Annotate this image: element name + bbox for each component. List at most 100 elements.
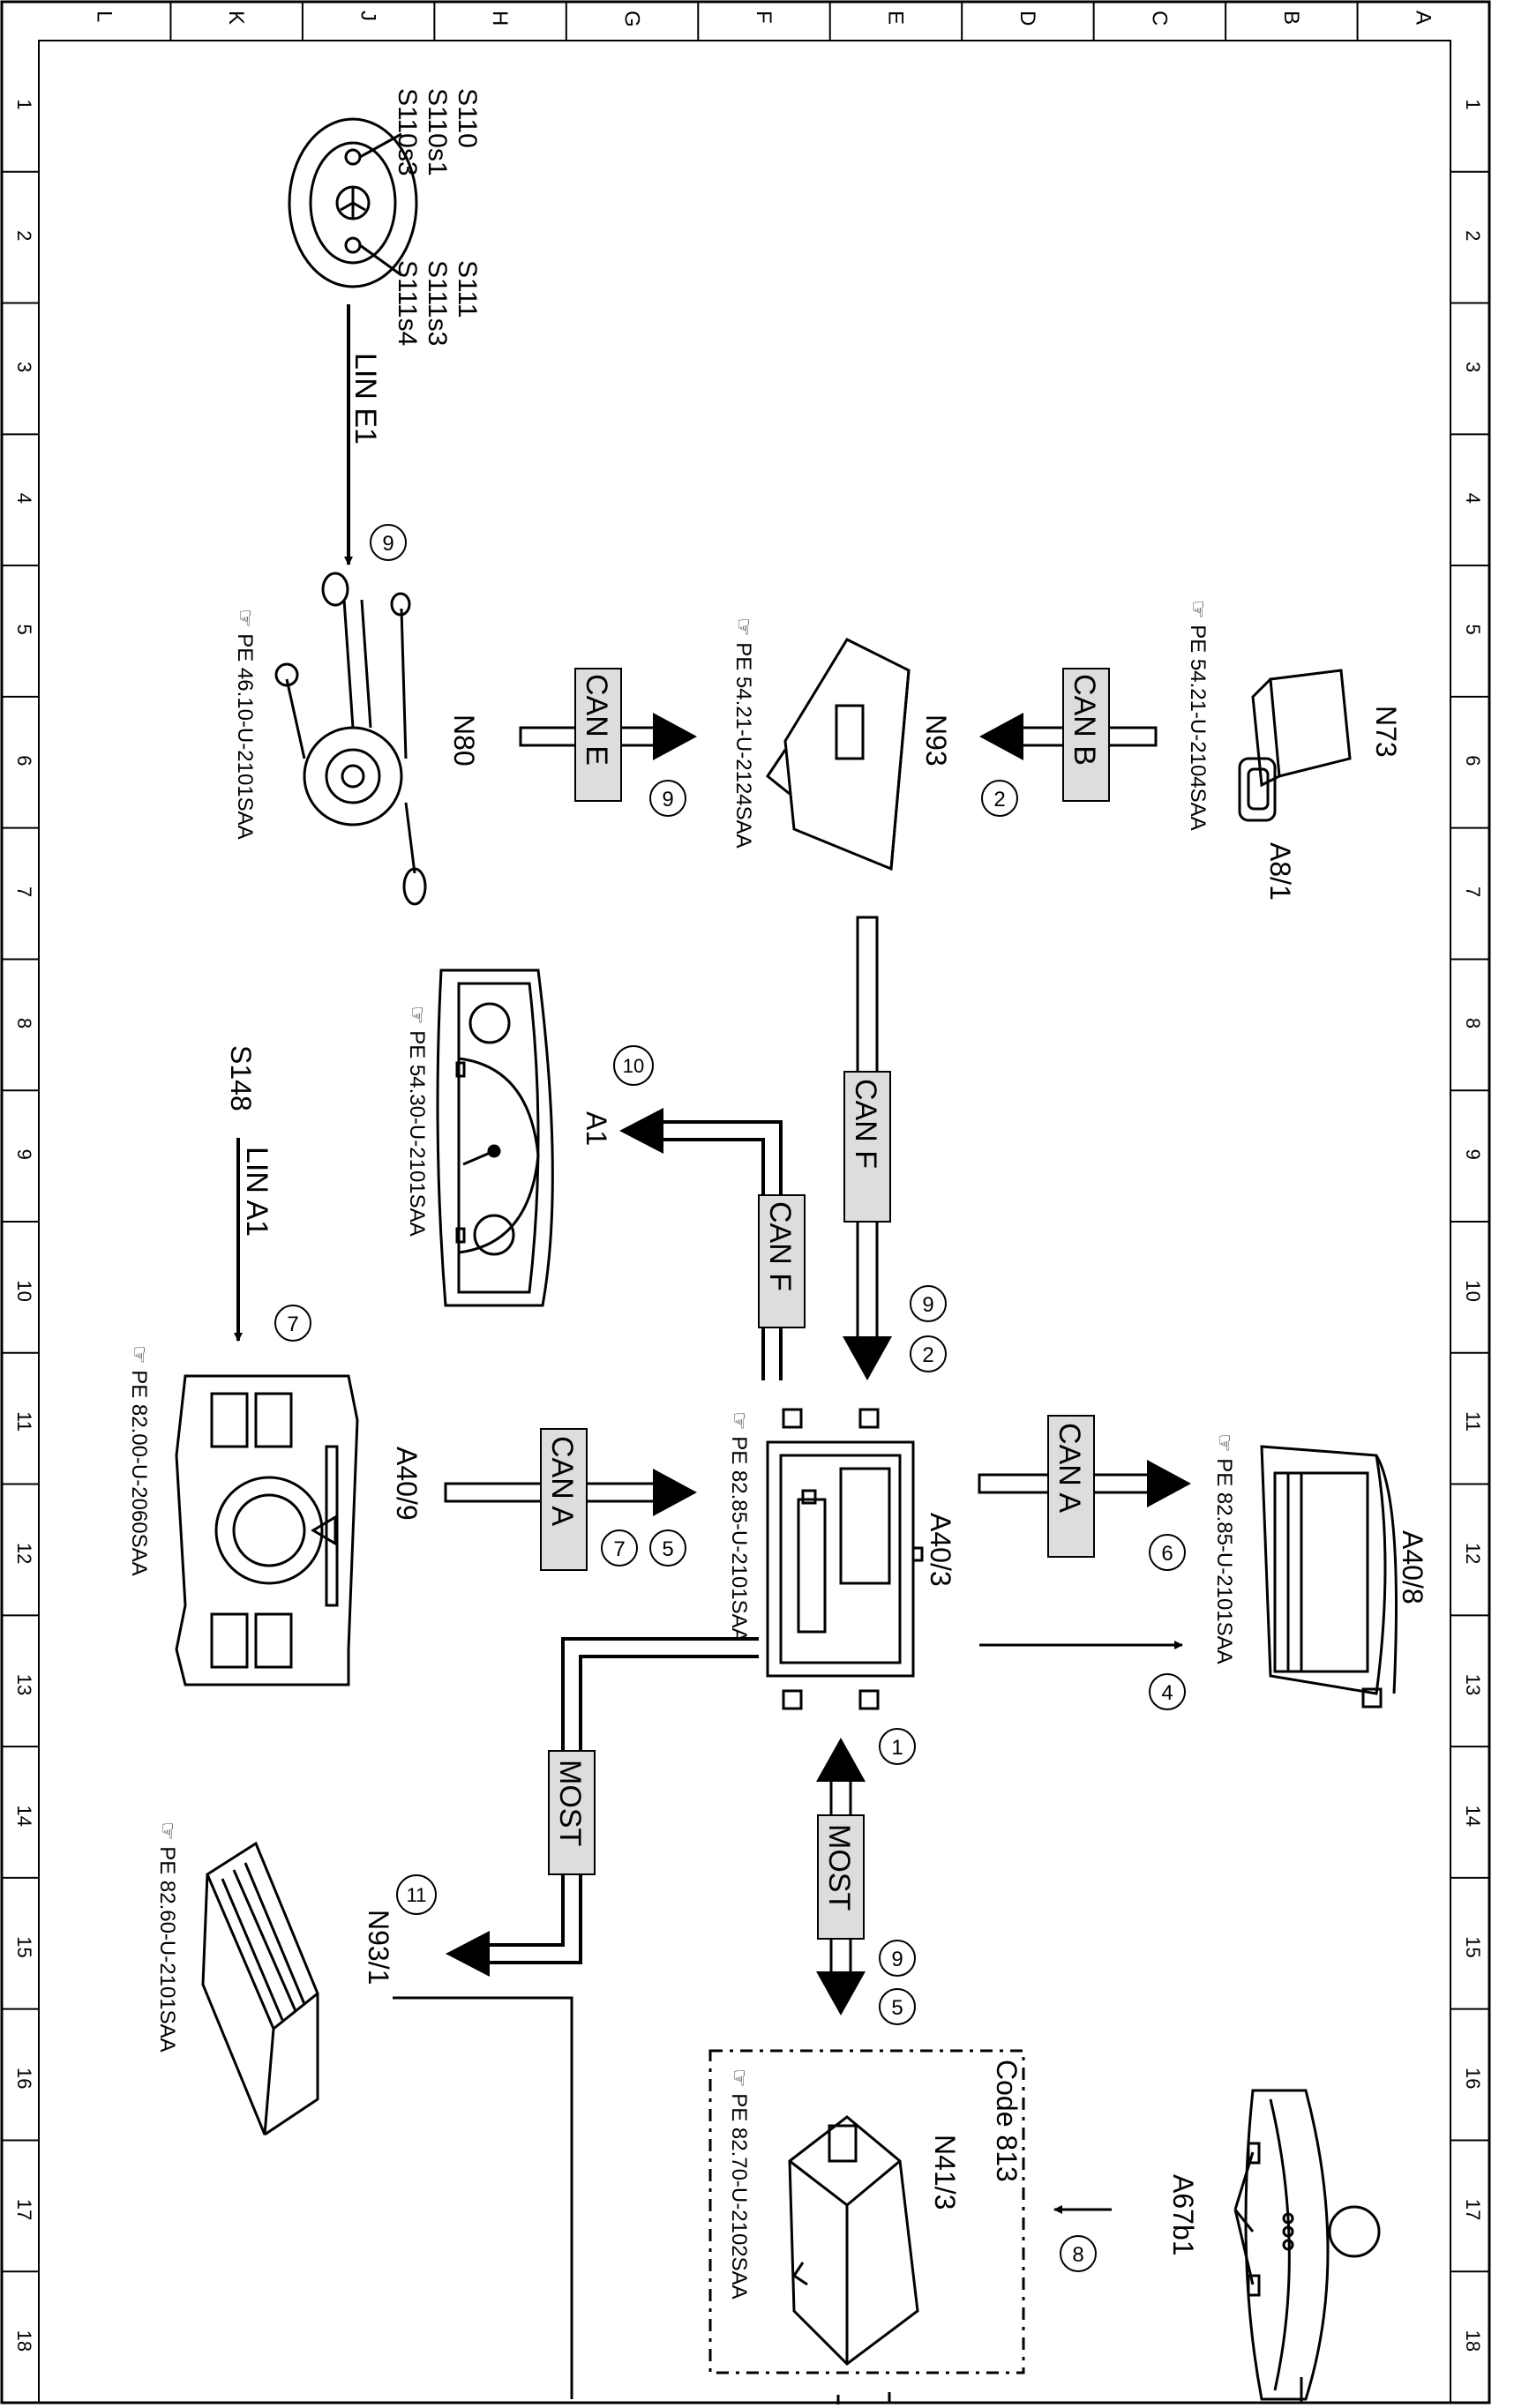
callout: 7 <box>601 1529 638 1567</box>
pointing-hand-icon: ☞ <box>1212 1433 1236 1458</box>
callout: 9 <box>370 524 407 561</box>
label-n73: N73 <box>1370 706 1402 758</box>
instrument-cluster-icon <box>436 968 554 1307</box>
callout: 11 <box>396 1874 437 1915</box>
row-number: 9 <box>1462 1149 1484 1160</box>
svg-text:11: 11 <box>407 1884 427 1906</box>
label-s111s3: S111s3 <box>423 260 452 346</box>
label-a1: A1 <box>581 1111 612 1146</box>
callout: 7 <box>274 1305 311 1342</box>
callout: 5 <box>649 1529 686 1567</box>
row-number: 1 <box>13 99 35 109</box>
label-s111s4: S111s4 <box>393 260 422 346</box>
bus-can-f-a1: CAN F <box>763 1201 797 1291</box>
row-number: 2 <box>13 230 35 241</box>
bus-most-n93: MOST <box>553 1760 587 1846</box>
callout: 9 <box>910 1285 947 1322</box>
column-letter: L <box>93 11 116 22</box>
callout: 10 <box>613 1045 654 1086</box>
row-number: 8 <box>1462 1018 1484 1028</box>
control-panel-icon <box>175 1374 359 1686</box>
n41-3-module-icon <box>788 2115 919 2366</box>
row-number: 1 <box>1462 99 1484 109</box>
svg-text:9: 9 <box>382 532 393 556</box>
row-number: 5 <box>13 624 35 635</box>
row-number: 14 <box>13 1806 35 1827</box>
display-icon <box>1260 1445 1398 1709</box>
column-letter: E <box>883 11 907 25</box>
column-letter: F <box>752 11 776 24</box>
ref-a40-8: ☞ PE 82.85-U-2101SAA <box>1212 1433 1236 1664</box>
callout: 9 <box>649 780 686 817</box>
label-s111: S111 <box>453 260 482 318</box>
row-number: 17 <box>13 2199 35 2220</box>
svg-text:4: 4 <box>1161 1681 1173 1705</box>
row-grid <box>2 170 1489 2273</box>
ref-n73: ☞ PE 54.21-U-2104SAA <box>1186 600 1210 831</box>
label-code-813: Code 813 <box>991 2060 1023 2182</box>
label-s110s3: S110s3 <box>393 88 422 176</box>
callout: 4 <box>1149 1673 1186 1710</box>
label-a40-9: A40/9 <box>391 1447 423 1521</box>
row-number: 10 <box>13 1280 35 1301</box>
column-letter: J <box>356 11 380 21</box>
ref-n93: ☞ PE 54.21-U-2124SAA <box>731 617 755 849</box>
row-number: 11 <box>1462 1411 1484 1432</box>
steering-labels-top: S110 S110s1 S110s3 <box>393 88 482 183</box>
svg-text:6: 6 <box>1161 1542 1173 1566</box>
n93-module-icon <box>765 638 911 871</box>
label-a8-1: A8/1 <box>1264 842 1296 901</box>
bus-can-f-main: CAN F <box>849 1079 882 1169</box>
pointing-hand-icon: ☞ <box>1186 600 1210 624</box>
svg-text:5: 5 <box>891 1996 903 2020</box>
pointing-hand-icon: ☞ <box>727 2068 751 2093</box>
label-n93-1: N93/1 <box>363 1910 394 1985</box>
row-number: 18 <box>13 2330 35 2352</box>
ignition-switch-icon <box>1238 669 1352 822</box>
row-number: 7 <box>13 886 35 897</box>
row-number: 12 <box>13 1543 35 1564</box>
svg-text:2: 2 <box>922 1343 933 1367</box>
svg-text:7: 7 <box>287 1312 298 1336</box>
ref-a40-9: ☞ PE 82.00-U-2060SAA <box>127 1345 151 1576</box>
row-number: 3 <box>13 362 35 372</box>
row-number: 13 <box>13 1674 35 1695</box>
n93-1-module-icon <box>201 1841 319 2136</box>
row-number: 18 <box>1462 2330 1484 2352</box>
row-number: 5 <box>1462 624 1484 635</box>
ref-a1: ☞ PE 54.30-U-2101SAA <box>405 1006 429 1237</box>
row-number: 17 <box>1462 2199 1484 2220</box>
row-number: 16 <box>13 2068 35 2089</box>
row-number: 15 <box>13 1936 35 1957</box>
column-letter: D <box>1016 11 1039 26</box>
pointing-hand-icon: ☞ <box>731 617 755 642</box>
n80-switch-icon <box>274 572 427 906</box>
pointing-hand-icon: ☞ <box>155 1821 179 1846</box>
row-number: 13 <box>1462 1674 1484 1695</box>
row-number: 3 <box>1462 362 1484 372</box>
row-number: 2 <box>1462 230 1484 241</box>
ref-n80: ☞ PE 46.10-U-2101SAA <box>233 609 257 840</box>
bus-lin-a1: LIN A1 <box>240 1147 274 1237</box>
svg-text:9: 9 <box>891 1948 903 1971</box>
column-letter: B <box>1279 11 1303 25</box>
row-number: 7 <box>1462 886 1484 897</box>
row-number: 10 <box>1462 1280 1484 1301</box>
pointing-hand-icon: ☞ <box>233 609 257 633</box>
can-f-a1-arrow <box>619 1108 783 1380</box>
label-s110: S110 <box>453 88 482 148</box>
ref-n41-3: ☞ PE 82.70-U-2102SAA <box>727 2068 751 2300</box>
callout: 6 <box>1149 1534 1186 1571</box>
row-number: 16 <box>1462 2068 1484 2089</box>
row-number: 12 <box>1462 1543 1484 1564</box>
label-n80: N80 <box>448 714 480 767</box>
row-number: 15 <box>1462 1936 1484 1957</box>
bus-can-e: CAN E <box>580 674 613 766</box>
row-number: 6 <box>13 755 35 766</box>
column-grid <box>169 2 1359 41</box>
column-letter: K <box>224 11 248 25</box>
row-number: 14 <box>1462 1806 1484 1827</box>
code-813-box <box>708 2049 1025 2374</box>
